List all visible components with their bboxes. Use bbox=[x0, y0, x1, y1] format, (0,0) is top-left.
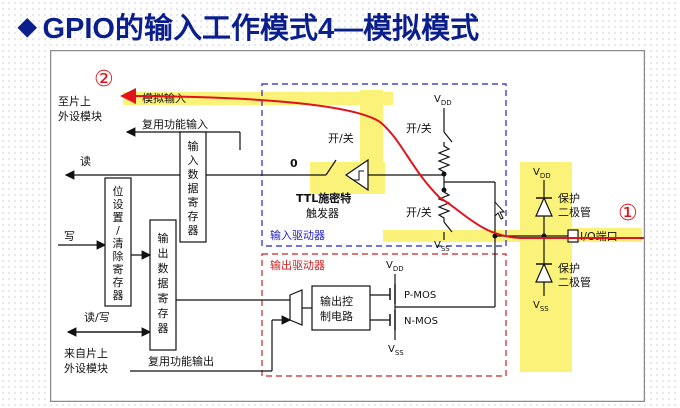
output-data-register-char: 据 bbox=[158, 276, 169, 290]
to-chip-line1: 至片上 bbox=[58, 95, 91, 108]
output-vdd: VDD bbox=[386, 260, 404, 273]
protect-bottom-line1: 保护 bbox=[558, 261, 580, 275]
bit-set-reset-char: 置 bbox=[113, 211, 124, 224]
output-control-line2: 制电路 bbox=[320, 310, 353, 323]
pmos-label: P-MOS bbox=[404, 290, 436, 301]
ttl-line1: TTL施密特 bbox=[296, 191, 351, 205]
pull-vss: VSS bbox=[434, 240, 450, 253]
write-label: 写 bbox=[64, 230, 75, 243]
output-data-register-char: 出 bbox=[158, 246, 169, 260]
nmos-label: N-MOS bbox=[404, 316, 438, 327]
output-vss: VSS bbox=[388, 344, 404, 357]
input-data-register-char: 输 bbox=[188, 139, 199, 153]
bit-set-reset-register bbox=[104, 177, 132, 307]
io-pin-box bbox=[567, 229, 579, 243]
bit-set-reset-char: / bbox=[116, 224, 120, 237]
from-chip-line1: 来自片上 bbox=[64, 347, 108, 360]
output-data-register-char: 数 bbox=[158, 262, 169, 275]
bit-set-reset-char: 器 bbox=[113, 289, 124, 302]
pull-up-resistor bbox=[437, 142, 451, 174]
input-switch-label: 开/关 bbox=[328, 131, 354, 145]
input-driver-box bbox=[261, 83, 507, 247]
protect-bottom-line2: 二极管 bbox=[558, 275, 591, 289]
read-write-label: 读/写 bbox=[84, 310, 110, 324]
read-label: 读 bbox=[80, 154, 91, 168]
page-title: ◆ GPIO的输入工作模式4—模拟模式 bbox=[18, 4, 479, 48]
pull-vdd: VDD bbox=[434, 94, 452, 107]
to-chip-line2: 外设模块 bbox=[58, 110, 102, 123]
pull-up-switch-label: 开/关 bbox=[406, 121, 432, 135]
from-chip-line2: 外设模块 bbox=[64, 362, 108, 375]
bit-set-reset-char: 除 bbox=[113, 249, 124, 263]
bit-set-reset-char: 存 bbox=[113, 275, 124, 289]
marker-2: ② bbox=[94, 67, 114, 92]
protect-vdd: VDD bbox=[533, 167, 551, 180]
input-data-register bbox=[179, 131, 207, 243]
bit-set-reset-char: 寄 bbox=[113, 262, 124, 276]
bit-set-reset-char: 位 bbox=[113, 184, 124, 198]
input-driver-label: 输入驱动器 bbox=[270, 228, 325, 242]
bit-set-reset-char: 设 bbox=[113, 198, 124, 211]
read-zero-label: 0 bbox=[290, 157, 298, 170]
gpio-analog-mode-diagram: 至片上 外设模块 模拟输入 复用功能输入 读 写 读/写 来自片上 外设模块 复… bbox=[50, 50, 645, 402]
pull-down-switch-label: 开/关 bbox=[406, 205, 432, 219]
input-data-register-char: 数 bbox=[188, 168, 199, 181]
title-bullet: ◆ bbox=[18, 12, 37, 40]
bit-set-reset-char: 清 bbox=[113, 237, 124, 250]
mouse-cursor-icon bbox=[494, 200, 506, 220]
protect-top-line2: 二极管 bbox=[558, 205, 591, 219]
input-data-register-char: 存 bbox=[188, 209, 199, 223]
io-pin-label: I/O端口 bbox=[580, 230, 618, 243]
input-data-register-char: 据 bbox=[188, 181, 199, 195]
output-driver-box bbox=[261, 253, 507, 377]
analog-input-label: 模拟输入 bbox=[142, 91, 186, 105]
analog-path-highlight bbox=[123, 90, 642, 372]
input-data-register-char: 寄 bbox=[188, 195, 199, 209]
ttl-line2: 触发器 bbox=[306, 206, 339, 220]
pull-down-resistor bbox=[437, 190, 451, 222]
protect-vss: VSS bbox=[533, 300, 549, 313]
alt-input-label: 复用功能输入 bbox=[142, 117, 208, 131]
output-data-register-char: 器 bbox=[158, 322, 169, 335]
output-driver-label: 输出驱动器 bbox=[270, 258, 325, 272]
alt-output-label: 复用功能输出 bbox=[148, 354, 214, 368]
analog-signal-path bbox=[120, 88, 644, 239]
output-control-line1: 输出控 bbox=[320, 294, 353, 308]
output-data-register bbox=[149, 219, 177, 351]
marker-1: ① bbox=[618, 201, 638, 226]
output-data-register-char: 输 bbox=[158, 231, 169, 245]
input-data-register-char: 入 bbox=[188, 154, 199, 167]
output-control-circuit bbox=[311, 285, 371, 331]
output-data-register-char: 寄 bbox=[158, 291, 169, 305]
title-text: GPIO的输入工作模式4—模拟模式 bbox=[42, 13, 480, 45]
input-data-register-char: 器 bbox=[188, 224, 199, 237]
output-mux bbox=[289, 289, 303, 326]
output-data-register-char: 存 bbox=[158, 306, 169, 320]
protect-top-line1: 保护 bbox=[558, 191, 580, 205]
